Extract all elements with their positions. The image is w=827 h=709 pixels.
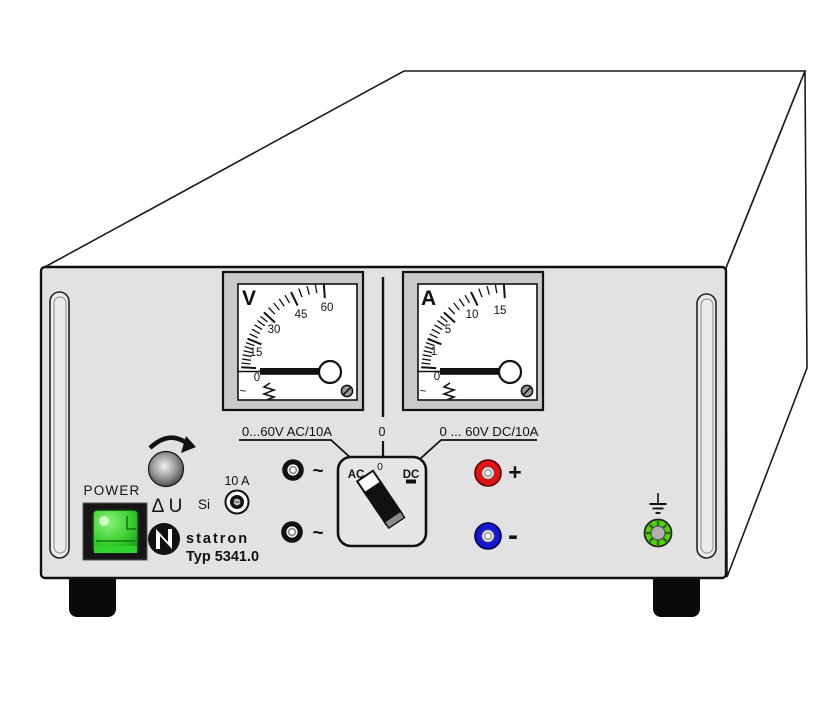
voltmeter-tick-60: 60: [321, 302, 334, 314]
voltmeter-pivot: [317, 359, 343, 385]
selector-position-zero: 0: [377, 461, 383, 473]
selector-lever[interactable]: [355, 469, 406, 530]
ac-terminal-top[interactable]: [282, 459, 304, 481]
voltmeter: V 0 15 30 45 60 ~: [221, 270, 365, 412]
voltmeter-movement-icon: [261, 382, 277, 401]
ammeter-tick-10: 10: [466, 309, 479, 321]
ac-range-leader: [239, 439, 353, 460]
dc-minus-symbol: -: [508, 519, 518, 552]
ammeter-tick-0: 0: [434, 371, 440, 383]
earth-symbol: [649, 493, 667, 514]
selector-position-dc: DC: [403, 469, 420, 481]
front-panel: [39, 265, 728, 580]
foot-right: [653, 570, 700, 617]
handle-groove-left[interactable]: [49, 291, 70, 559]
fuse-rating-label: 10 A: [224, 474, 250, 488]
power-label: POWER: [83, 483, 140, 498]
cabinet-top-face: [42, 70, 807, 269]
voltmeter-tick-0: 0: [254, 372, 260, 384]
selector-position-ac: AC: [348, 469, 365, 481]
ammeter-needle: [440, 368, 502, 375]
voltmeter-needle: [260, 368, 322, 375]
handle-groove-right[interactable]: [696, 293, 717, 559]
brand-logo-icon: [148, 523, 180, 555]
voltmeter-tick-15: 15: [250, 347, 263, 359]
voltmeter-scale-ticks: [241, 283, 326, 370]
voltmeter-tick-30: 30: [268, 324, 281, 336]
rotation-arrow-icon: [148, 435, 196, 453]
voltage-adjust-label: Δ U: [152, 496, 183, 517]
fuse-holder[interactable]: [224, 489, 250, 515]
brand-name: statron: [186, 531, 249, 547]
dc-range-label: 0 ... 60V DC/10A: [440, 424, 539, 439]
selector-dc-mark: [406, 479, 416, 484]
ammeter-scale-ticks: [421, 283, 506, 370]
ammeter-unit: A: [421, 287, 436, 310]
selector-scale-zero: 0: [379, 425, 386, 439]
voltmeter-ac-symbol: ~: [240, 386, 247, 398]
ammeter-pivot: [497, 359, 523, 385]
dc-plus-terminal[interactable]: [474, 459, 502, 487]
dc-minus-terminal[interactable]: [474, 522, 502, 550]
voltmeter-unit: V: [242, 287, 256, 310]
ammeter-ac-symbol: ~: [420, 386, 427, 398]
power-switch[interactable]: [82, 502, 148, 561]
foot-left: [69, 570, 116, 617]
dc-plus-symbol: +: [508, 459, 521, 485]
ammeter-adjust-screw[interactable]: [520, 384, 534, 398]
voltmeter-tick-45: 45: [295, 309, 308, 321]
voltmeter-adjust-screw[interactable]: [340, 384, 354, 398]
dc-range-leader: [419, 439, 537, 460]
fuse-label: Si: [198, 497, 210, 512]
ammeter-tick-15: 15: [494, 305, 507, 317]
ac-terminal-top-symbol: ~: [312, 461, 323, 482]
mode-selector-switch[interactable]: 0 AC DC: [336, 455, 428, 548]
ammeter: A 0 1 5 10 15 ~: [401, 270, 545, 412]
voltage-adjust-knob[interactable]: [147, 450, 185, 488]
ac-terminal-bottom[interactable]: [281, 521, 303, 543]
ac-range-label: 0...60V AC/10A: [242, 424, 332, 439]
ground-terminal[interactable]: [643, 518, 673, 548]
ammeter-tick-5: 5: [445, 324, 451, 336]
ammeter-tick-1: 1: [431, 346, 437, 358]
ac-terminal-bottom-symbol: ~: [312, 523, 323, 544]
model-number: Typ 5341.0: [186, 549, 259, 565]
ammeter-movement-icon: [441, 382, 457, 401]
